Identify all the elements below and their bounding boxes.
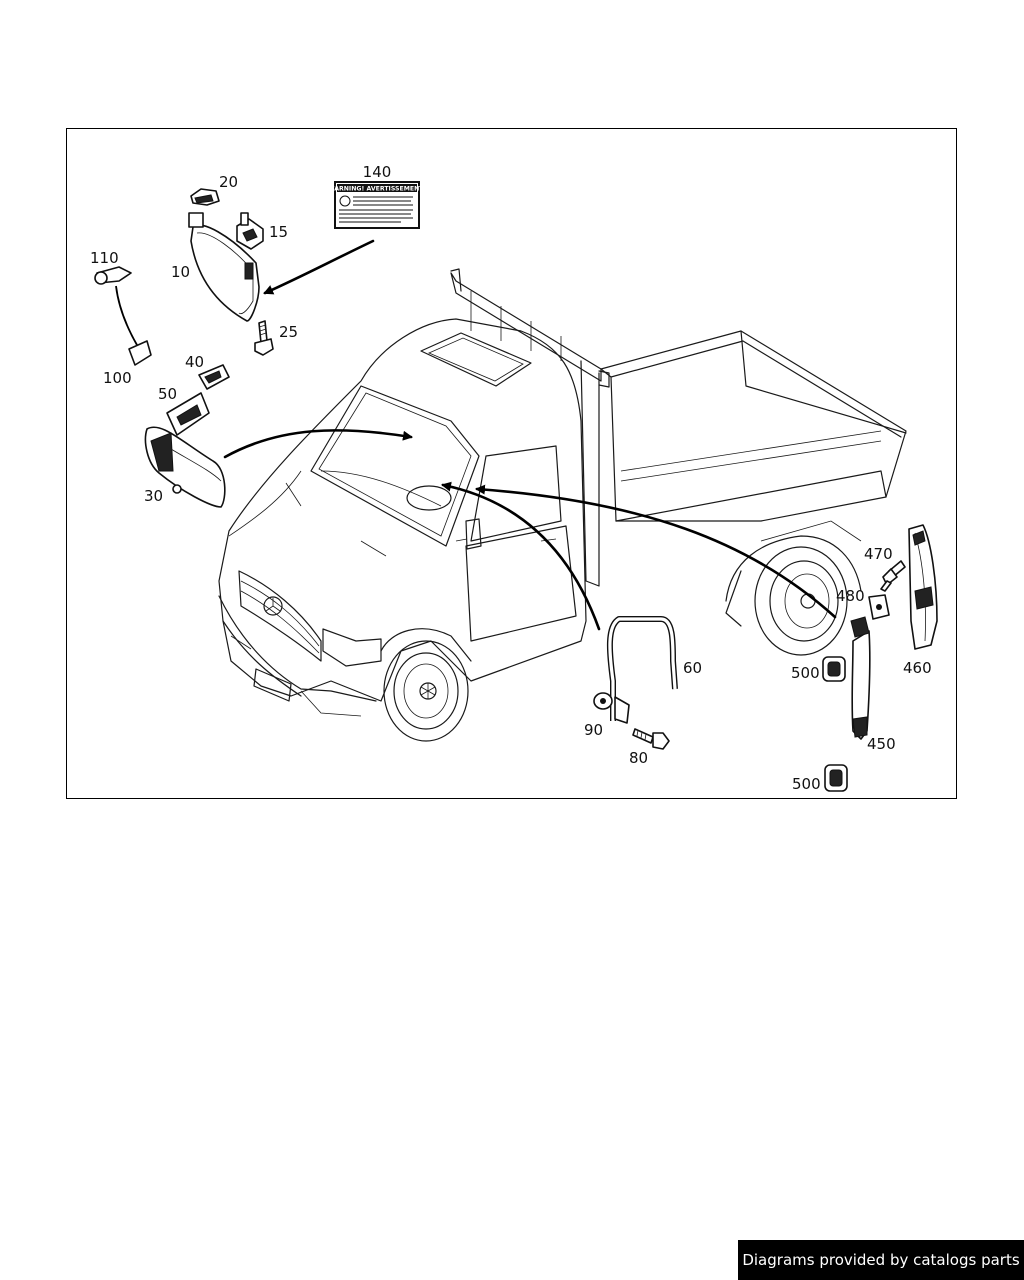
label-25: 25 — [279, 323, 298, 341]
label-500-upper: 500 — [791, 664, 820, 682]
label-60: 60 — [683, 659, 702, 677]
label-80: 80 — [629, 749, 648, 767]
warning-label-title: WARNING! AVERTISSEMENT! — [328, 186, 427, 193]
cap-part-500-lower — [824, 764, 848, 792]
label-15: 15 — [269, 223, 288, 241]
label-480: 480 — [836, 587, 865, 605]
sun-visor-part — [188, 212, 260, 322]
leader-110-100 — [115, 285, 138, 346]
label-40: 40 — [185, 353, 204, 371]
label-110: 110 — [90, 249, 119, 267]
washer-part-90 — [593, 692, 613, 710]
cover-part-40 — [198, 364, 230, 390]
switch-panel-part-50 — [166, 392, 210, 436]
tipper-bed — [450, 268, 907, 587]
label-50: 50 — [158, 385, 177, 403]
grab-handle-part-450 — [850, 616, 871, 740]
lamp-part-110 — [94, 266, 132, 285]
part-number-labels: 140 20 15 10 110 25 100 40 50 30 60 90 8… — [90, 163, 932, 793]
label-90: 90 — [584, 721, 603, 739]
label-470: 470 — [864, 545, 893, 563]
front-wheel — [380, 628, 472, 742]
arrow-handle-to-cab — [475, 484, 837, 619]
interior-mirror-part — [144, 426, 226, 508]
cab-body — [218, 318, 587, 717]
label-10: 10 — [171, 263, 190, 281]
truck-illustration — [218, 268, 907, 742]
bolt-part-470 — [880, 560, 906, 592]
assembly-arrows — [223, 239, 837, 631]
trim-strip-part-460 — [908, 524, 938, 650]
clip-nut-part-480 — [868, 594, 890, 620]
grab-bar-part-60 — [606, 616, 678, 724]
parts-diagram-frame: WARNING! AVERTISSEMENT! — [66, 128, 957, 799]
warning-label-part: WARNING! AVERTISSEMENT! — [328, 181, 427, 229]
label-500-lower: 500 — [792, 775, 821, 793]
label-100: 100 — [103, 369, 132, 387]
arrow-mirror-to-windscreen — [223, 429, 413, 459]
parts-diagram: WARNING! AVERTISSEMENT! — [90, 163, 938, 793]
catalog-credit-banner: Diagrams provided by catalogs parts — [738, 1240, 1024, 1280]
label-20: 20 — [219, 173, 238, 191]
arrow-grab-bar-to-cab — [441, 481, 601, 631]
rear-wheel — [725, 520, 862, 656]
bolt-part-80 — [632, 728, 670, 750]
lens-part-100 — [128, 340, 152, 366]
visor-clip-part — [190, 188, 220, 206]
arrow-140-to-visor — [263, 239, 375, 295]
visor-mount-part — [236, 212, 264, 250]
cap-part-500-upper — [822, 656, 846, 682]
label-30: 30 — [144, 487, 163, 505]
label-460: 460 — [903, 659, 932, 677]
label-140: 140 — [363, 163, 392, 181]
screw-part-25 — [254, 320, 274, 356]
label-450: 450 — [867, 735, 896, 753]
